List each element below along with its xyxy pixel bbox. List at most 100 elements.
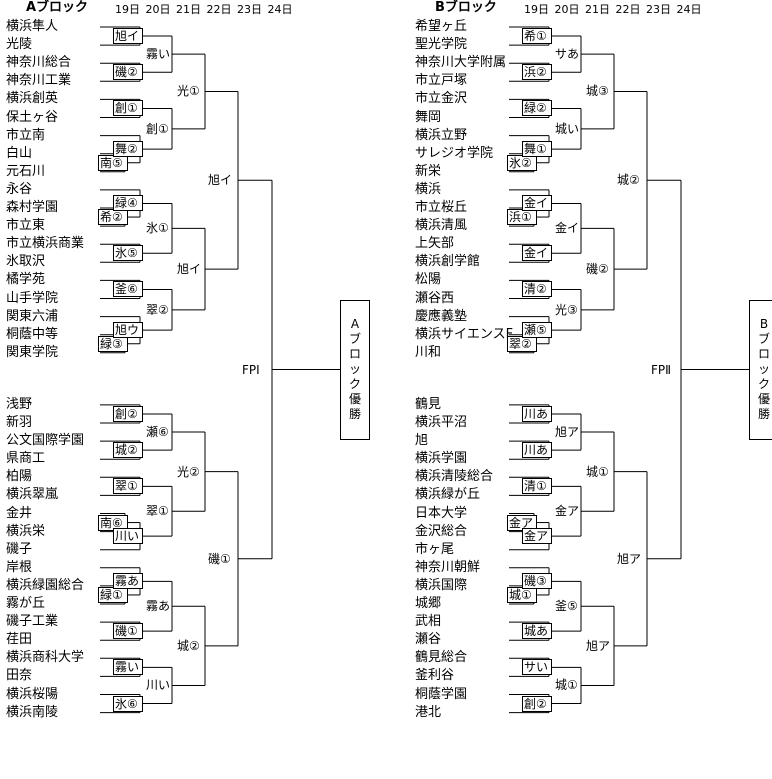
champion-char: ク: [348, 377, 361, 392]
result-label: 金イ: [524, 246, 549, 261]
team-name: 新羽: [6, 415, 33, 430]
result-label: 旭イ: [208, 173, 233, 188]
team-name: 公文国際学園: [6, 433, 85, 449]
team-name: 浅野: [6, 396, 33, 412]
result-label: 緑④: [115, 196, 138, 211]
result-box: [522, 281, 552, 298]
result-label: FPⅠ: [242, 362, 260, 377]
team-name: 県商工: [6, 451, 46, 467]
result-label: 川い: [146, 678, 171, 693]
team-name: 希望ヶ丘: [415, 19, 468, 34]
result-box: [522, 100, 552, 117]
result-box: [522, 245, 552, 262]
result-label: 城③: [586, 84, 609, 99]
result-label: 希②: [100, 210, 123, 225]
team-name: 市立南: [6, 127, 46, 143]
team-name: 山手学院: [6, 290, 59, 306]
result-label: 旭ア: [555, 425, 580, 440]
result-label: 舞①: [524, 142, 547, 157]
result-box: [522, 28, 552, 45]
result-label: 城②: [617, 173, 640, 188]
result-label: 氷①: [146, 221, 169, 236]
result-label: 城①: [555, 678, 578, 693]
result-label: 川あ: [524, 406, 549, 421]
result-box: [113, 405, 143, 422]
champion-char: A: [350, 317, 360, 332]
result-box: [522, 478, 552, 495]
result-label: 旭イ: [177, 262, 202, 277]
result-box: [113, 528, 143, 545]
result-label: 希①: [524, 29, 547, 44]
result-label: 光②: [177, 464, 200, 479]
result-label: 旭イ: [115, 29, 140, 44]
date-header: 21日: [585, 3, 610, 16]
result-box: [522, 573, 552, 590]
result-label: 金ア: [509, 515, 534, 530]
result-label: 城あ: [524, 624, 549, 639]
result-label: 城い: [555, 121, 580, 136]
result-label: 翠①: [115, 479, 138, 494]
team-name: 保土ヶ谷: [6, 109, 59, 125]
result-box: [113, 100, 143, 117]
team-name: 金井: [6, 505, 33, 521]
result-label: 氷⑤: [115, 246, 138, 261]
team-name: 市ヶ尾: [415, 541, 455, 557]
result-label: 磯②: [115, 65, 138, 80]
team-name: 港北: [415, 704, 442, 720]
result-label: 浜②: [524, 65, 547, 80]
result-label: 南⑤: [100, 155, 123, 170]
result-label: 緑①: [100, 587, 123, 602]
result-label: 城②: [177, 638, 200, 653]
result-label: FPⅡ: [651, 362, 672, 377]
team-name: 市立金沢: [415, 91, 468, 107]
block-title: Aブロック: [26, 0, 89, 15]
result-label: 釜⑤: [555, 599, 578, 614]
date-header: 23日: [237, 3, 262, 16]
team-name: 荏田: [6, 632, 33, 648]
result-label: 霧い: [115, 660, 140, 675]
date-header: 20日: [145, 3, 171, 16]
result-label: 金ア: [555, 504, 580, 519]
team-name: 舞岡: [415, 109, 442, 125]
result-box: [113, 195, 143, 212]
result-label: 川あ: [524, 443, 549, 458]
champion-char: 優: [348, 392, 361, 407]
result-label: 緑②: [524, 101, 547, 116]
result-label: 瀬⑤: [524, 323, 547, 338]
team-name: 光陵: [6, 37, 33, 53]
result-box: [522, 322, 552, 339]
result-label: 浜①: [509, 210, 532, 225]
result-box: [113, 245, 143, 262]
result-box: [113, 322, 143, 339]
date-header: 22日: [206, 3, 232, 16]
result-box: [113, 141, 143, 158]
team-name: 磯子工業: [6, 614, 59, 630]
team-name: 横浜学園: [415, 451, 468, 467]
result-box: [113, 573, 143, 590]
date-header: 22日: [615, 3, 641, 16]
result-label: 清②: [524, 282, 547, 297]
team-name: 鶴見総合: [415, 650, 468, 666]
team-name: サレジオ学院: [415, 145, 494, 161]
champion-char: ロ: [757, 347, 770, 362]
team-name: 金沢総合: [415, 523, 468, 539]
team-name: 霧が丘: [6, 596, 46, 611]
team-name: 横浜緑が丘: [415, 487, 481, 503]
champion-char: ク: [757, 377, 770, 392]
result-box: [113, 478, 143, 495]
result-label: 創②: [115, 406, 138, 421]
team-name: 聖光学院: [415, 37, 468, 53]
team-name: 横浜平沼: [415, 415, 468, 430]
team-name: 城郷: [415, 596, 442, 611]
team-name: 新栄: [415, 163, 442, 179]
result-label: 金イ: [524, 196, 549, 211]
result-label: 磯①: [208, 551, 231, 566]
result-label: 霧い: [146, 47, 171, 62]
result-label: 南⑥: [100, 515, 123, 530]
team-name: 磯子: [6, 541, 33, 557]
result-box: [522, 623, 552, 640]
result-box: [113, 64, 143, 81]
champion-char: ッ: [348, 362, 361, 377]
